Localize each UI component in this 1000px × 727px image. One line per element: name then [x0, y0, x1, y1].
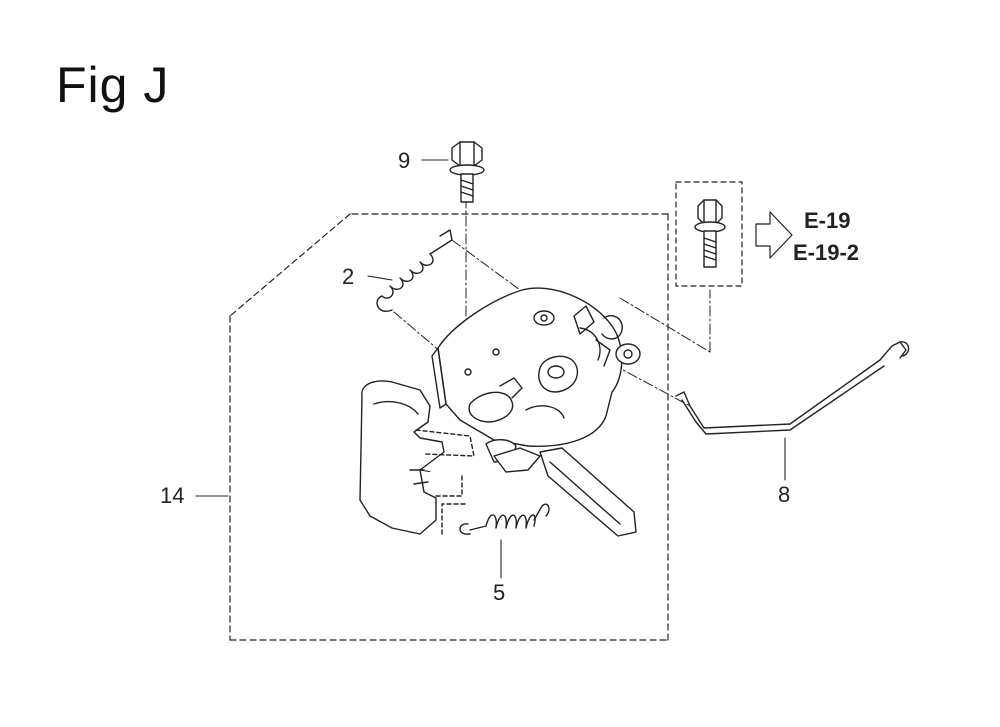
reference-arrow — [755, 211, 793, 259]
leader-lines — [195, 159, 786, 579]
callout-14: 14 — [160, 483, 185, 508]
spring-part-2 — [376, 229, 453, 312]
callout-8: 8 — [778, 482, 791, 507]
governor-body — [431, 287, 641, 473]
callout-2: 2 — [342, 264, 355, 289]
reference-bolt — [694, 199, 726, 268]
mounting-bracket — [359, 380, 475, 535]
reference-label-e19: E-19 — [804, 208, 851, 233]
bolt-part-9 — [449, 141, 485, 203]
assembly-outline — [229, 213, 669, 641]
reference-bolt-box — [675, 181, 743, 287]
callout-9: 9 — [398, 148, 411, 173]
governor-arm-blade — [539, 447, 637, 537]
reference-label-e19-2: E-19-2 — [793, 240, 860, 265]
figure-title: Fig J — [56, 57, 170, 113]
rod-part-8 — [675, 341, 910, 435]
spring-part-5 — [459, 503, 550, 535]
callout-5: 5 — [493, 580, 506, 605]
